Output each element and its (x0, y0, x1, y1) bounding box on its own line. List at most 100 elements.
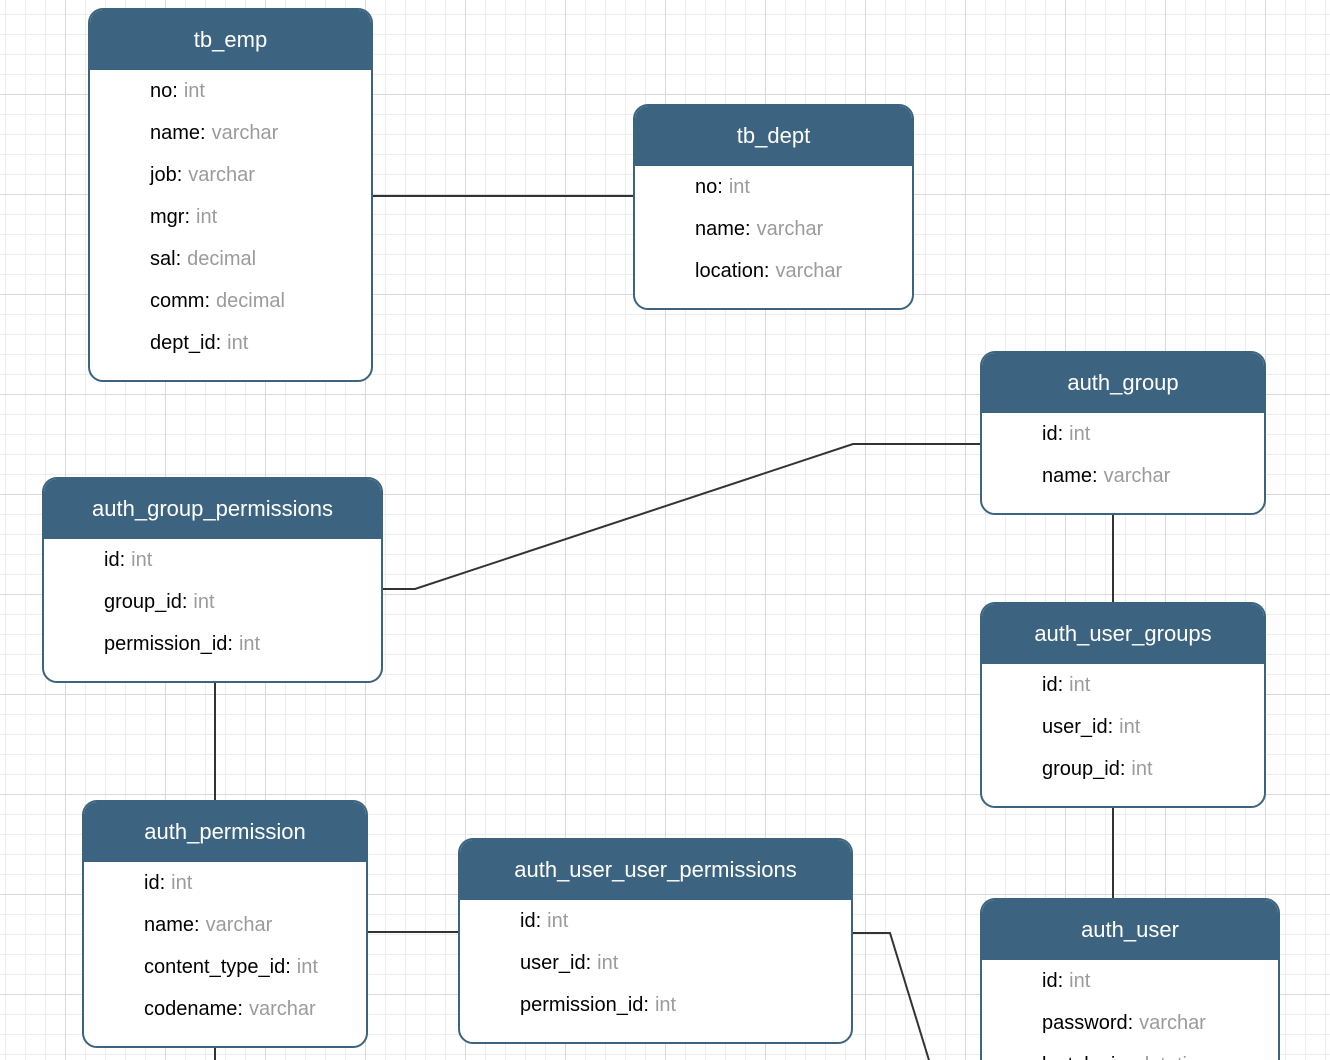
table-tb_dept[interactable]: tb_dept no:int name:varchar location:var… (633, 104, 914, 310)
field-name: job: (150, 164, 183, 186)
field-row[interactable]: dept_id:int (150, 322, 363, 364)
field-row[interactable]: password:varchar (1042, 1002, 1270, 1044)
field-name: comm: (150, 290, 210, 312)
relation-auth_user_user_permissions-offscreen[interactable] (850, 932, 932, 1060)
table-header[interactable]: auth_group_permissions (44, 479, 381, 539)
field-name: id: (104, 549, 126, 571)
field-type: varchar (205, 914, 273, 936)
field-name: name: (1042, 465, 1098, 487)
field-row[interactable]: id:int (104, 539, 373, 581)
field-row[interactable]: group_id:int (1042, 748, 1256, 790)
table-title: tb_emp (193, 27, 268, 52)
field-type: int (296, 956, 318, 978)
field-row[interactable]: job:varchar (150, 154, 363, 196)
field-row[interactable]: last_login:datetime (1042, 1044, 1270, 1060)
field-name: mgr: (150, 206, 190, 228)
table-body: no:int name:varchar job:varchar mgr:int … (90, 70, 371, 380)
table-body: id:int password:varchar last_login:datet… (982, 960, 1278, 1060)
table-auth_user_user_permissions[interactable]: auth_user_user_permissions id:int user_i… (458, 838, 853, 1044)
field-row[interactable]: comm:decimal (150, 280, 363, 322)
field-type: int (1069, 423, 1091, 445)
table-header[interactable]: auth_user_groups (982, 604, 1264, 664)
table-header[interactable]: auth_permission (84, 802, 366, 862)
field-row[interactable]: location:varchar (695, 250, 904, 292)
field-type: varchar (211, 122, 279, 144)
table-title: auth_user (1081, 917, 1179, 942)
table-title: auth_user_groups (1034, 621, 1212, 646)
table-auth_user_groups[interactable]: auth_user_groups id:int user_id:int grou… (980, 602, 1266, 808)
field-name: name: (695, 218, 751, 240)
table-auth_user[interactable]: auth_user id:int password:varchar last_l… (980, 898, 1280, 1060)
table-auth_group_permissions[interactable]: auth_group_permissions id:int group_id:i… (42, 477, 383, 683)
table-title: auth_user_user_permissions (514, 857, 797, 882)
field-row[interactable]: id:int (1042, 664, 1256, 706)
table-header[interactable]: tb_dept (635, 106, 912, 166)
field-name: group_id: (1042, 758, 1126, 780)
field-type: int (193, 591, 215, 613)
field-type: varchar (756, 218, 824, 240)
field-name: group_id: (104, 591, 188, 613)
field-row[interactable]: id:int (144, 862, 358, 904)
table-title: tb_dept (736, 123, 811, 148)
field-name: content_type_id: (144, 956, 291, 978)
field-row[interactable]: content_type_id:int (144, 946, 358, 988)
field-name: name: (144, 914, 200, 936)
table-header[interactable]: auth_user (982, 900, 1278, 960)
field-type: int (1069, 674, 1091, 696)
table-title: auth_group_permissions (92, 496, 333, 521)
table-body: id:int user_id:int group_id:int (982, 664, 1264, 806)
field-type: int (183, 80, 205, 102)
field-row[interactable]: id:int (520, 900, 843, 942)
field-row[interactable]: user_id:int (1042, 706, 1256, 748)
field-type: int (131, 549, 153, 571)
field-name: id: (1042, 423, 1064, 445)
field-name: name: (150, 122, 206, 144)
field-name: permission_id: (104, 633, 233, 655)
table-header[interactable]: tb_emp (90, 10, 371, 70)
field-type: int (227, 332, 249, 354)
field-name: dept_id: (150, 332, 222, 354)
table-tb_emp[interactable]: tb_emp no:int name:varchar job:varchar m… (88, 8, 373, 382)
table-body: id:int name:varchar (982, 413, 1264, 513)
field-type: int (1119, 716, 1141, 738)
field-type: int (238, 633, 261, 655)
field-row[interactable]: id:int (1042, 413, 1256, 455)
field-row[interactable]: codename:varchar (144, 988, 358, 1030)
field-name: id: (520, 910, 542, 932)
field-type: int (654, 994, 677, 1016)
table-body: no:int name:varchar location:varchar (635, 166, 912, 308)
field-row[interactable]: permission_id:int (520, 984, 843, 1026)
field-name: user_id: (520, 952, 592, 974)
table-header[interactable]: auth_group (982, 353, 1264, 413)
field-row[interactable]: name:varchar (1042, 455, 1256, 497)
field-row[interactable]: sal:decimal (150, 238, 363, 280)
field-row[interactable]: no:int (695, 166, 904, 208)
field-row[interactable]: name:varchar (695, 208, 904, 250)
field-name: user_id: (1042, 716, 1114, 738)
table-title: auth_group (1067, 370, 1179, 395)
field-name: id: (1042, 970, 1064, 992)
field-type: int (171, 872, 193, 894)
field-type: int (196, 206, 218, 228)
field-type: int (547, 910, 569, 932)
relation-auth_group_permissions-auth_group[interactable] (380, 443, 983, 590)
field-row[interactable]: mgr: int (150, 196, 363, 238)
field-row[interactable]: id:int (1042, 960, 1270, 1002)
field-name: id: (144, 872, 166, 894)
table-header[interactable]: auth_user_user_permissions (460, 840, 851, 900)
field-row[interactable]: no:int (150, 70, 363, 112)
table-body: id:int name:varchar content_type_id:int … (84, 862, 366, 1046)
field-name: password: (1042, 1012, 1134, 1034)
field-type: varchar (188, 164, 255, 186)
field-type: decimal (187, 248, 257, 270)
field-row[interactable]: permission_id:int (104, 623, 373, 665)
table-auth_group[interactable]: auth_group id:int name:varchar (980, 351, 1266, 515)
field-row[interactable]: group_id:int (104, 581, 373, 623)
field-name: no: (695, 176, 723, 198)
field-row[interactable]: user_id:int (520, 942, 843, 984)
field-row[interactable]: name:varchar (144, 904, 358, 946)
field-row[interactable]: name:varchar (150, 112, 363, 154)
table-auth_permission[interactable]: auth_permission id:int name:varchar cont… (82, 800, 368, 1048)
